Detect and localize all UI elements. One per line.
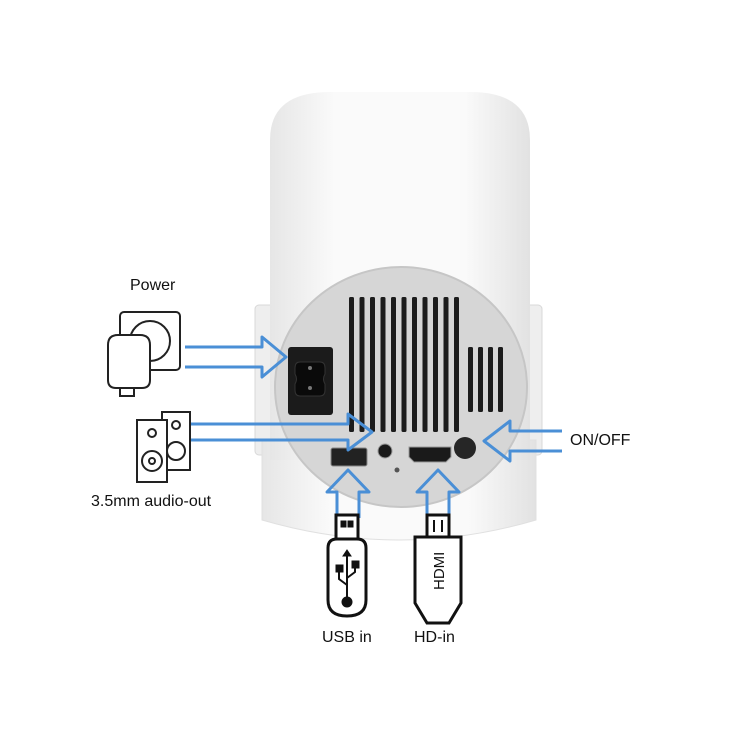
reset-hole bbox=[394, 467, 400, 473]
vent-slot bbox=[349, 297, 354, 432]
vent-slot bbox=[380, 297, 386, 432]
vent-slot bbox=[488, 347, 493, 412]
vent-slot bbox=[454, 297, 459, 432]
vent-slot bbox=[412, 297, 417, 432]
power-arrow bbox=[185, 335, 288, 379]
vent-slot bbox=[433, 297, 438, 432]
vent-slot bbox=[443, 297, 449, 432]
speakers-icon bbox=[136, 411, 191, 483]
vent-slot bbox=[468, 347, 473, 412]
label-on-off: ON/OFF bbox=[570, 432, 631, 449]
usb-arrow bbox=[325, 468, 371, 518]
vent-slot bbox=[401, 297, 407, 432]
vent-slot bbox=[391, 297, 396, 432]
power-inlet bbox=[288, 347, 333, 415]
on-off-arrow bbox=[482, 419, 562, 463]
power-plug-icon bbox=[107, 311, 181, 397]
usb-cable-icon bbox=[326, 513, 368, 618]
audio-jack[interactable] bbox=[377, 443, 393, 459]
hdmi-port[interactable] bbox=[408, 446, 452, 463]
audio-arrow bbox=[190, 412, 374, 452]
vent-slot bbox=[370, 297, 375, 432]
label-usb-in: USB in bbox=[322, 629, 372, 646]
power-button[interactable] bbox=[454, 437, 476, 459]
label-hd-in: HD-in bbox=[414, 629, 455, 646]
arrows bbox=[185, 335, 562, 518]
hdmi-cable-icon: HDMI bbox=[413, 513, 463, 625]
vent-slot bbox=[359, 297, 365, 432]
label-power: Power bbox=[130, 277, 176, 294]
vent-slot bbox=[498, 347, 503, 412]
vent-slot bbox=[422, 297, 428, 432]
hdmi-cable-label: HDMI bbox=[431, 552, 448, 590]
label-audio-out: 3.5mm audio-out bbox=[91, 493, 212, 510]
vent-slot bbox=[478, 347, 483, 412]
hdmi-arrow bbox=[415, 468, 461, 518]
ventilation-slots bbox=[349, 297, 503, 432]
